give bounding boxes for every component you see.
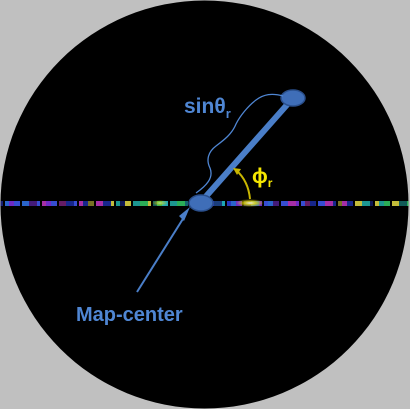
strip-segment [170,201,177,206]
stick-end-ellipse [280,89,306,107]
strip-segment [379,201,384,206]
strip-segment [231,201,236,206]
strip-segment [103,201,111,206]
sin-brace [195,93,284,194]
map-center-label: Map-center [76,304,183,326]
strip-segment [79,201,83,206]
strip-segment [338,201,342,206]
strip-segment [305,201,310,206]
strip-segment [399,201,407,206]
strip-segment [407,201,409,206]
strip-segment [268,201,273,206]
strip-segment [392,201,399,206]
strip-segment [133,201,140,206]
strip-segment [22,201,29,206]
strip-segment [333,201,336,206]
strip-segment [362,201,370,206]
strip-segment [83,201,88,206]
strip-segment [177,201,185,206]
strip-segment [14,201,20,206]
strip-segment [347,201,353,206]
strip-segment [185,201,188,206]
phi-label: ϕr [252,165,273,190]
map-center-arrowhead [179,207,190,221]
strip-segment [9,201,14,206]
strip-segment [288,201,296,206]
strip-segment [37,201,40,206]
strip-segment [120,201,125,206]
strip-segment [264,201,268,206]
strip-segment [325,201,333,206]
phi-arrowhead [233,168,241,175]
strip-segment [5,201,9,206]
bright-spot [236,199,264,207]
strip-segment [29,201,37,206]
strip-segment [222,201,225,206]
strip-segment [375,201,379,206]
strip-segment [355,201,362,206]
strip-segment [59,201,66,206]
strip-segment [273,201,279,206]
strip-segment [342,201,347,206]
strip-segment [125,201,131,206]
sin-theta-label: sinθr [184,95,231,121]
bright-spot-left [152,200,168,206]
strip-segment [51,201,57,206]
strip-segment [227,201,231,206]
strip-segment [0,201,3,206]
strip-segment [66,201,74,206]
strip-segment [301,201,305,206]
strip-segment [296,201,299,206]
strip-segment [370,201,373,206]
radius-stick [198,95,296,205]
strip-segment [74,201,77,206]
strip-segment [116,201,120,206]
strip-segment [96,201,103,206]
strip-segment [140,201,148,206]
strip-segment [384,201,390,206]
strip-segment [46,201,51,206]
strip-segment [214,201,222,206]
strip-segment [88,201,94,206]
strip-segment [148,201,151,206]
strip-segment [111,201,114,206]
strip-segment [281,201,288,206]
center-ellipse [188,194,214,212]
strip-segment [310,201,316,206]
strip-segment [318,201,325,206]
map-center-arrow [136,213,187,293]
strip-segment [42,201,46,206]
